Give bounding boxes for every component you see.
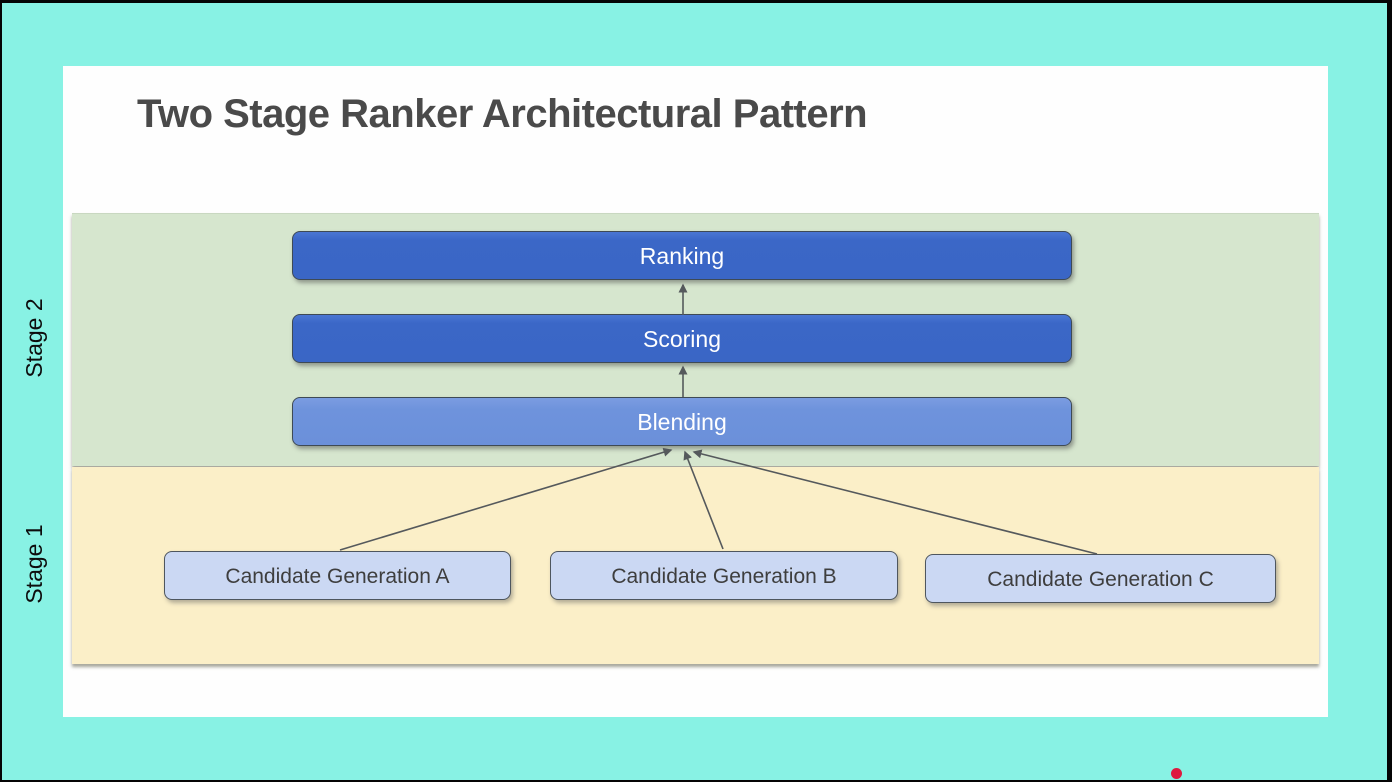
slide-title: Two Stage Ranker Architectural Pattern: [137, 92, 868, 136]
scoring-box: Scoring: [292, 314, 1072, 363]
ranking-box: Ranking: [292, 231, 1072, 280]
stage2-label: Stage 2: [21, 298, 47, 378]
red-pointer-dot: [1171, 768, 1182, 779]
candidate-generation-b-box: Candidate Generation B: [550, 551, 898, 600]
candidate-generation-c-box: Candidate Generation C: [925, 554, 1276, 603]
blending-box: Blending: [292, 397, 1072, 446]
stage1-label: Stage 1: [21, 524, 47, 604]
candidate-generation-a-box: Candidate Generation A: [164, 551, 511, 600]
